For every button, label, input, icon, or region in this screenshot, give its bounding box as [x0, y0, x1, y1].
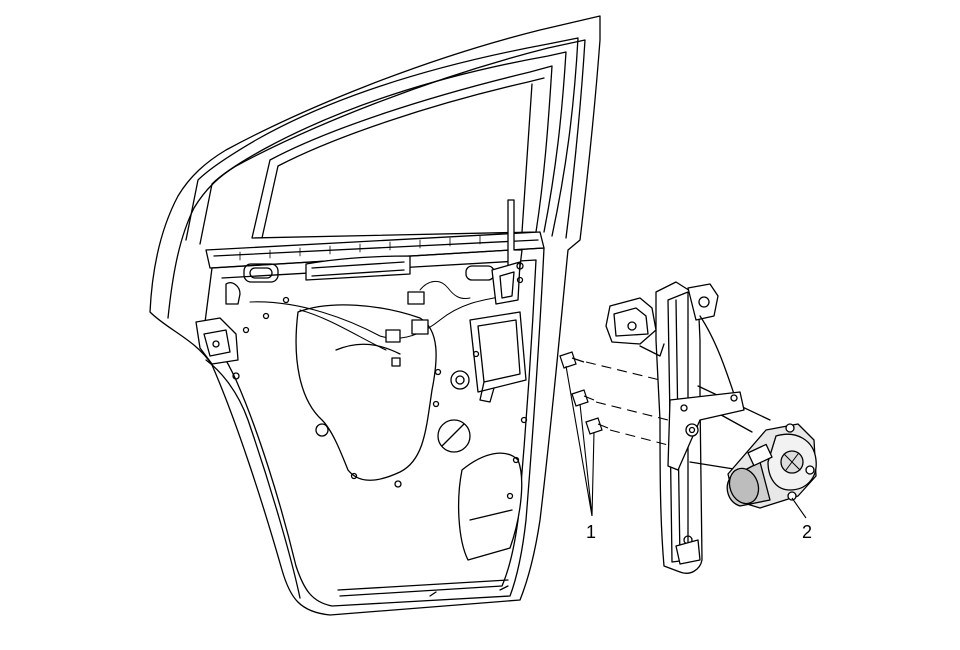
callout-1-leader [566, 366, 594, 516]
regulator-bolts [560, 352, 608, 434]
inner-access-opening [296, 305, 436, 480]
callout-label-1: 1 [586, 522, 597, 542]
bolt-upper [560, 352, 584, 368]
window-frame [186, 38, 578, 240]
regulator-cable [700, 316, 736, 400]
bolt-alignment-lines [586, 362, 672, 446]
speaker-mount-hole [244, 264, 278, 282]
bolt-lower [586, 418, 608, 434]
rear-door-assembly [150, 16, 600, 615]
lower-access-opening [459, 453, 522, 560]
callout-2-leader [792, 498, 806, 518]
callout-leaders [566, 366, 806, 518]
glass-lift-bracket [606, 298, 656, 344]
door-inner-panel [204, 248, 544, 606]
panel-fastener-holes [233, 263, 527, 499]
access-plug-large [438, 420, 470, 452]
callout-label-2: 2 [802, 522, 813, 542]
window-regulator-assembly [606, 282, 770, 573]
motor-mount-bracket [668, 392, 744, 470]
module-bracket [470, 312, 526, 392]
inner-handle-slot [306, 256, 410, 280]
window-regulator-motor [725, 424, 817, 508]
bolt-middle [572, 390, 594, 406]
window-opening [252, 66, 552, 238]
upper-pulley [688, 284, 718, 320]
